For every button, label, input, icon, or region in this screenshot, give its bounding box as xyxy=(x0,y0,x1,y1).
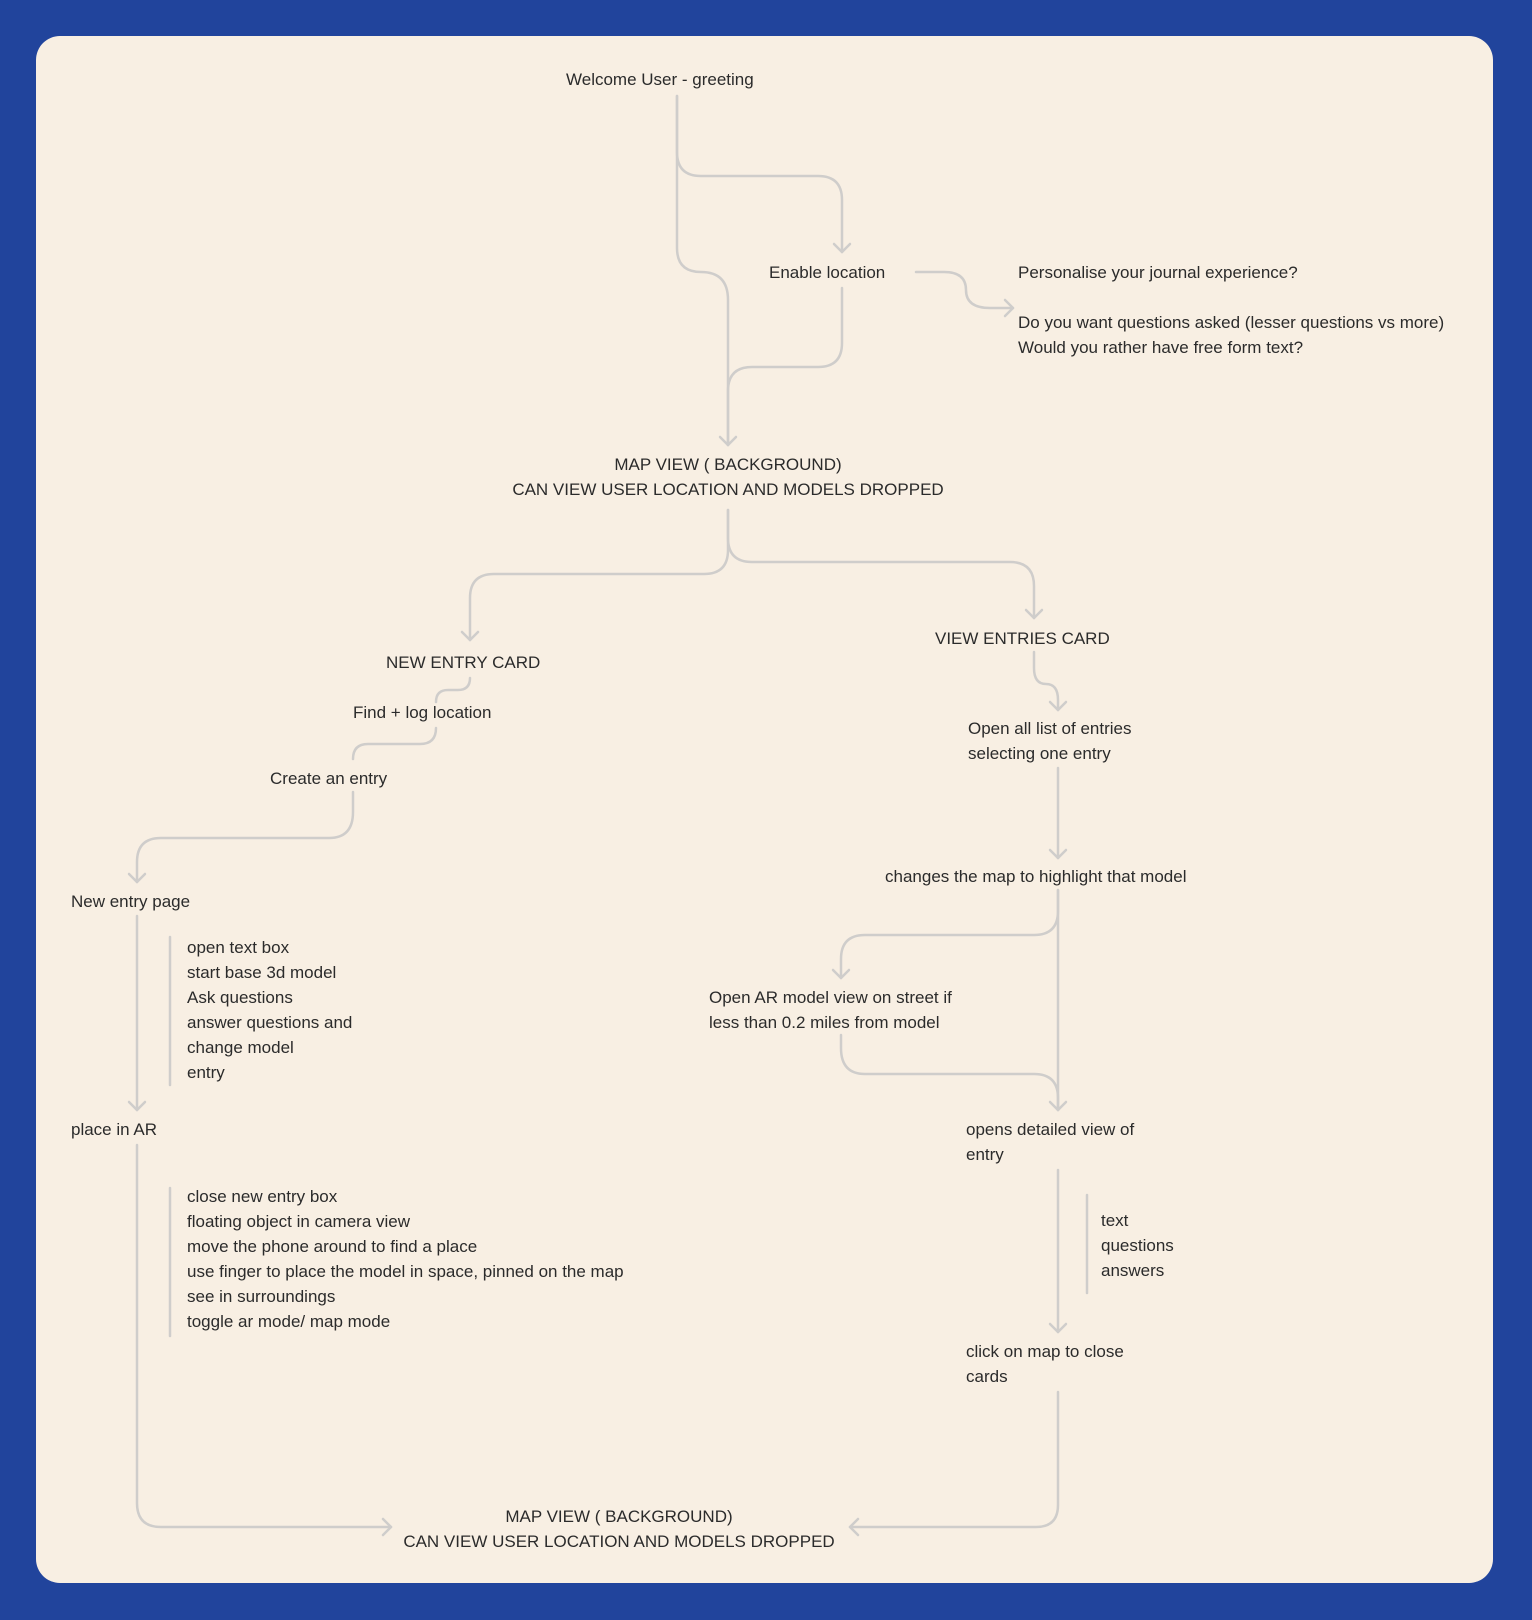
detail-note-3: answers xyxy=(1101,1261,1165,1280)
open-list-line-1: Open all list of entries xyxy=(968,719,1132,738)
new-entry-note-5: change model xyxy=(187,1038,294,1057)
connector-welcome-to-map xyxy=(675,94,730,447)
arrowhead-bottom-right xyxy=(848,1517,860,1537)
new-entry-note-3: Ask questions xyxy=(187,988,293,1007)
connector-open-ar-to-detailed xyxy=(839,1033,1060,1112)
node-place-notes: close new entry box floating object in c… xyxy=(187,1184,624,1334)
personalise-line-1: Personalise your journal experience? xyxy=(1018,263,1298,282)
connector-enable-to-personalise xyxy=(914,270,1015,310)
place-note-5: see in surroundings xyxy=(187,1287,336,1306)
node-map-view-top: MAP VIEW ( BACKGROUND) CAN VIEW USER LOC… xyxy=(478,452,978,502)
arrowhead-place-ar xyxy=(127,1100,147,1112)
node-view-entries-card: VIEW ENTRIES CARD xyxy=(935,629,1110,648)
arrowhead-bottom-left xyxy=(381,1517,393,1537)
place-note-1: close new entry box xyxy=(187,1187,338,1206)
open-list-line-2: selecting one entry xyxy=(968,744,1111,763)
place-note-2: floating object in camera view xyxy=(187,1212,411,1231)
node-click-map: click on map to close cards xyxy=(966,1339,1124,1389)
new-entry-note-6: entry xyxy=(187,1063,225,1082)
node-personalise: Personalise your journal experience? Do … xyxy=(1018,260,1444,360)
node-map-view-bottom: MAP VIEW ( BACKGROUND) CAN VIEW USER LOC… xyxy=(369,1504,869,1554)
place-note-6: toggle ar mode/ map mode xyxy=(187,1312,391,1331)
arrowhead-enable xyxy=(832,242,852,254)
arrowhead-new-entry xyxy=(460,630,480,642)
new-entry-note-1: open text box xyxy=(187,938,290,957)
open-ar-line-2: less than 0.2 miles from model xyxy=(709,1013,940,1032)
place-note-4: use finger to place the model in space, … xyxy=(187,1262,624,1281)
click-map-line-1: click on map to close xyxy=(966,1342,1124,1361)
personalise-line-2: Do you want questions asked (lesser ques… xyxy=(1018,313,1445,332)
node-changes-map: changes the map to highlight that model xyxy=(885,867,1187,886)
map-view-bottom-line-1: MAP VIEW ( BACKGROUND) xyxy=(505,1507,733,1526)
node-detail-notes: text questions answers xyxy=(1101,1208,1174,1283)
opens-detailed-line-2: entry xyxy=(966,1145,1004,1164)
opens-detailed-line-1: opens detailed view of xyxy=(966,1120,1135,1139)
node-welcome: Welcome User - greeting xyxy=(566,70,754,89)
detail-note-2: questions xyxy=(1101,1236,1174,1255)
node-enable-location: Enable location xyxy=(769,263,886,282)
arrowhead-open-ar xyxy=(831,968,851,980)
arrowhead-personalise xyxy=(1003,298,1015,318)
arrowhead-new-page xyxy=(127,872,147,884)
place-note-3: move the phone around to find a place xyxy=(187,1237,478,1256)
node-new-entry-card: NEW ENTRY CARD xyxy=(386,653,541,672)
connector-new-entry-to-find xyxy=(434,676,472,704)
personalise-line-3: Would you rather have free form text? xyxy=(1018,338,1304,357)
connector-find-to-create xyxy=(351,726,438,761)
connector-changes-to-open-ar xyxy=(839,888,1060,980)
node-open-list: Open all list of entries selecting one e… xyxy=(968,716,1131,766)
node-create-entry: Create an entry xyxy=(270,769,388,788)
map-view-top-line-1: MAP VIEW ( BACKGROUND) xyxy=(614,455,842,474)
arrowhead-changes xyxy=(1048,848,1068,860)
node-open-ar: Open AR model view on street if less tha… xyxy=(709,985,952,1035)
node-opens-detailed: opens detailed view of entry xyxy=(966,1117,1134,1167)
click-map-line-2: cards xyxy=(966,1367,1008,1386)
node-find-log-location: Find + log location xyxy=(353,703,492,722)
diagram-canvas xyxy=(36,36,1493,1583)
map-view-bottom-line-2: CAN VIEW USER LOCATION AND MODELS DROPPE… xyxy=(403,1532,835,1551)
arrowhead-list xyxy=(1048,700,1068,712)
arrowhead-click-map xyxy=(1048,1322,1068,1334)
node-new-entry-notes: open text box start base 3d model Ask qu… xyxy=(187,935,352,1085)
arrowhead-map-top xyxy=(718,435,738,447)
node-place-in-ar: place in AR xyxy=(71,1120,157,1139)
detail-note-1: text xyxy=(1101,1211,1129,1230)
connector-click-map-to-bottom xyxy=(848,1390,1060,1529)
node-new-entry-page: New entry page xyxy=(71,892,191,911)
map-view-top-line-2: CAN VIEW USER LOCATION AND MODELS DROPPE… xyxy=(512,480,944,499)
open-ar-line-1: Open AR model view on street if xyxy=(709,988,952,1007)
connector-welcome-to-enable xyxy=(675,94,844,254)
new-entry-note-4: answer questions and xyxy=(187,1013,353,1032)
connector-create-to-new-page xyxy=(135,790,355,884)
connector-map-to-new-entry xyxy=(468,508,730,642)
connector-map-to-view-entries xyxy=(726,508,1036,620)
personalise-spacer xyxy=(1018,285,1444,310)
connector-enable-to-map xyxy=(726,286,844,447)
connector-place-ar-to-bottom xyxy=(135,1143,393,1529)
arrowhead-view-entries xyxy=(1024,608,1044,620)
connector-view-entries-to-list xyxy=(1032,650,1060,712)
new-entry-note-2: start base 3d model xyxy=(187,963,337,982)
arrowhead-detailed xyxy=(1048,1100,1068,1112)
